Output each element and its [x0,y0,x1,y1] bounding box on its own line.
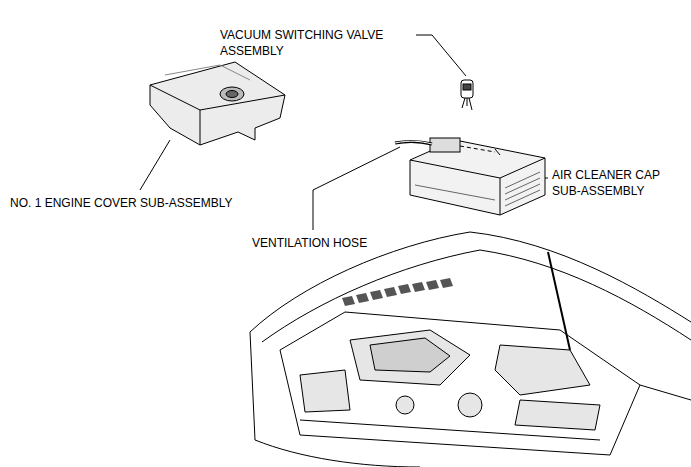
engine-bay-parts [300,330,600,430]
part-label: VENTILATION HOSE [252,235,412,251]
vent-slats [342,278,453,306]
valve-drawing [461,80,473,110]
leader-line [313,147,400,230]
part-label: VACUUM SWITCHING VALVE ASSEMBLY [220,27,425,59]
engine-cover-drawing [150,62,285,145]
part-label: NO. 1 ENGINE COVER SUB-ASSEMBLY [10,195,270,211]
part-label: AIR CLEANER CAP SUB-ASSEMBLY [552,167,684,199]
air-cleaner-drawing [395,138,545,215]
vehicle-drawing [250,232,691,467]
leader-line [140,140,170,190]
leader-line [416,35,466,76]
